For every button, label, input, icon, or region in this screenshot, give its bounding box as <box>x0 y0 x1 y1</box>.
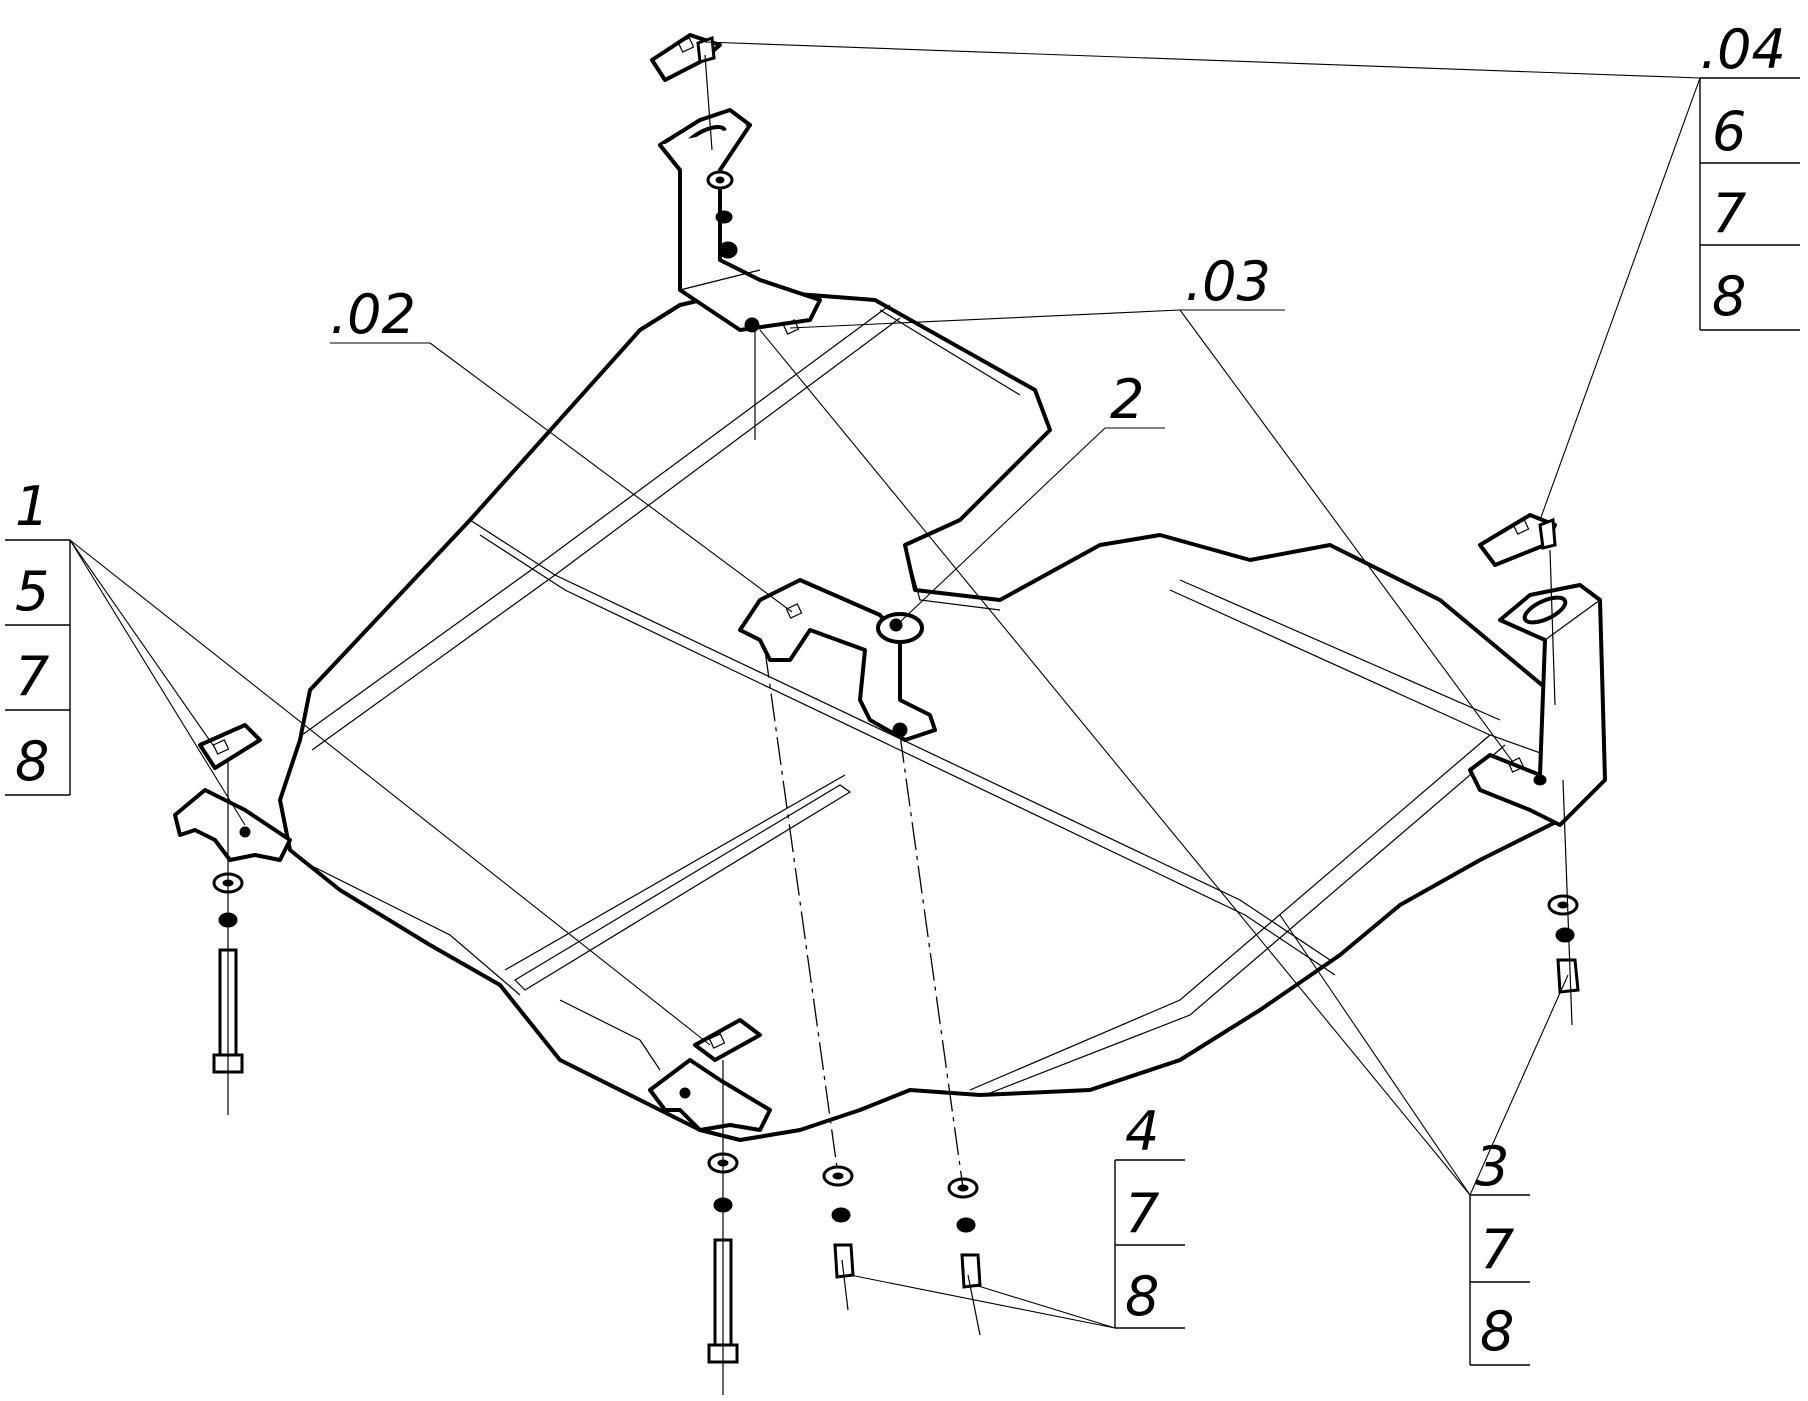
callout-7-label: 7 <box>1712 182 1746 245</box>
square-washer-top <box>650 33 722 82</box>
front-tab <box>648 1058 772 1132</box>
callout-7-label: 7 <box>1125 1182 1159 1245</box>
skid-plate <box>278 288 1592 1142</box>
callout-3-label: 3 <box>1475 1135 1509 1198</box>
left-tab <box>173 788 292 862</box>
callout-8-label: 8 <box>1125 1265 1159 1328</box>
leader-lines <box>69 41 1701 1329</box>
callout-03-label: .03 <box>1185 250 1271 313</box>
callout-4-7-8: 4 7 8 <box>1114 1100 1185 1329</box>
callout-04-6-7-8: .04 6 7 8 <box>1699 18 1800 331</box>
right-bracket <box>1468 583 1607 827</box>
callout-8-label: 8 <box>1480 1300 1514 1363</box>
callout-03: .03 <box>1185 250 1271 313</box>
callout-7-label: 7 <box>15 645 49 708</box>
callout-02: .02 <box>330 283 416 346</box>
front-fasteners <box>707 1152 982 1364</box>
right-fasteners <box>1547 894 1580 994</box>
callout-5-label: 5 <box>15 560 49 623</box>
callout-8-label: 8 <box>1712 265 1746 328</box>
center-bracket <box>738 578 937 742</box>
callout-4-label: 4 <box>1125 1100 1159 1163</box>
callout-6-label: 6 <box>1712 100 1746 163</box>
callout-3-7-8: 3 7 8 <box>1469 1135 1530 1366</box>
square-washer-right <box>1478 513 1557 567</box>
left-square-washer <box>198 723 262 770</box>
callout-2-label: 2 <box>1110 368 1144 431</box>
callout-02-label: .02 <box>330 283 416 346</box>
callout-2: 2 <box>1110 368 1144 431</box>
axis-lines <box>227 54 1573 1395</box>
front-square-washer <box>693 1018 762 1062</box>
callout-04-label: .04 <box>1700 18 1786 81</box>
callout-1-5-7-8: 1 5 7 8 <box>5 475 71 796</box>
callout-8-label: 8 <box>15 730 49 793</box>
rear-bracket-upper <box>658 108 822 335</box>
callout-7-label: 7 <box>1480 1218 1514 1281</box>
callout-1-label: 1 <box>15 475 49 538</box>
upper-fasteners <box>706 170 738 259</box>
